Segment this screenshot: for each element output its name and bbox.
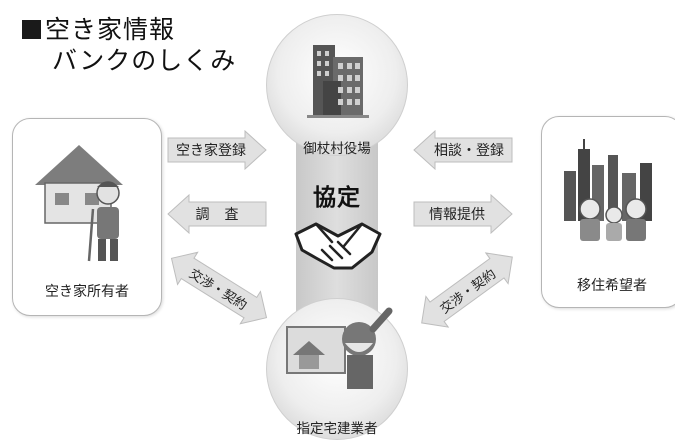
city-family-icon xyxy=(564,139,652,241)
office-building-icon xyxy=(307,45,369,118)
house-owner-node: 空き家所有者 xyxy=(12,118,162,316)
arrow-consult-register: 相談・登録 xyxy=(413,130,513,170)
arrow-survey: 調査 xyxy=(167,194,267,234)
relocation-applicant-label: 移住希望者 xyxy=(577,278,647,294)
man-icon xyxy=(87,181,120,262)
arrow-info-provision: 情報提供 xyxy=(413,194,513,234)
realtor-icon xyxy=(286,307,393,389)
register-house-label: 空き家登録 xyxy=(176,143,246,159)
arrow-negotiate-contract-left: 交渉・契約 xyxy=(160,241,278,335)
relocation-applicant-node: 移住希望者 xyxy=(541,116,675,308)
handshake-icon xyxy=(294,222,382,270)
page-title-line2: バンクのしくみ xyxy=(52,46,237,75)
real-estate-agent-node: 指定宅建業者 xyxy=(266,298,408,440)
negotiate-contract-right-label: 交渉・契約 xyxy=(437,266,499,317)
consult-register-label: 相談・登録 xyxy=(434,143,504,159)
agreement-label: 協定 xyxy=(313,185,361,211)
village-office-node: 御杖村役場 xyxy=(266,14,408,157)
arrow-negotiate-contract-right: 交渉・契約 xyxy=(409,240,525,339)
arrow-register-house: 空き家登録 xyxy=(167,130,267,170)
house-owner-label: 空き家所有者 xyxy=(45,284,129,300)
negotiate-contract-left-label: 交渉・契約 xyxy=(186,266,250,314)
info-provision-label: 情報提供 xyxy=(429,207,485,223)
village-office-label: 御杖村役場 xyxy=(303,141,371,157)
real-estate-agent-label: 指定宅建業者 xyxy=(296,421,378,437)
survey-label: 調査 xyxy=(195,207,254,223)
page-title-line1: 空き家情報 xyxy=(22,10,175,46)
title-square-mark xyxy=(22,20,41,39)
